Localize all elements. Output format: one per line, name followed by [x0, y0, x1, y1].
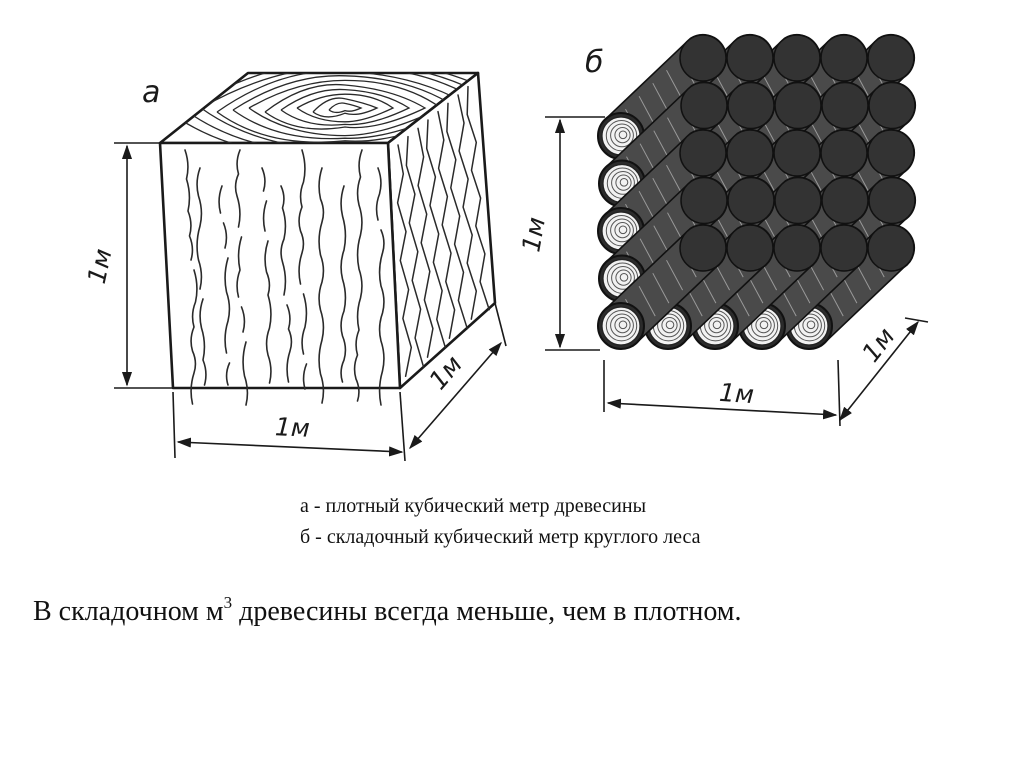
legend-item-b: б - складочный кубический метр круглого … — [300, 522, 900, 553]
stacked-logs-panel: б 1м 1м 1м — [516, 35, 928, 426]
stack-height-label: 1м — [516, 215, 551, 254]
stack-width-label: 1м — [718, 378, 755, 409]
conclusion-text: В складочном м3 древесины всегда меньше,… — [33, 592, 993, 632]
cube-front-face — [160, 143, 400, 388]
conclusion-text-end: древесины всегда меньше, чем в плотном. — [232, 596, 741, 627]
figure-legend: а - плотный кубический метр древесины б … — [300, 491, 900, 553]
cube-width-label: 1м — [274, 412, 310, 443]
solid-cube-panel: а 1м 1м 1м — [82, 57, 521, 461]
cube-height-label: 1м — [82, 246, 118, 286]
stack-depth-label: 1м — [856, 322, 900, 367]
timber-cubic-meter-figure: а 1м 1м 1м б — [0, 0, 1024, 480]
conclusion-text-start: В складочном м — [33, 596, 224, 627]
legend-item-a: а - плотный кубический метр древесины — [300, 491, 900, 522]
panel-a-letter: а — [142, 75, 160, 110]
cubic-superscript: 3 — [224, 593, 233, 612]
round-log-stack — [598, 35, 915, 349]
stack-height-dimension — [545, 117, 605, 350]
panel-b-letter: б — [585, 45, 604, 80]
